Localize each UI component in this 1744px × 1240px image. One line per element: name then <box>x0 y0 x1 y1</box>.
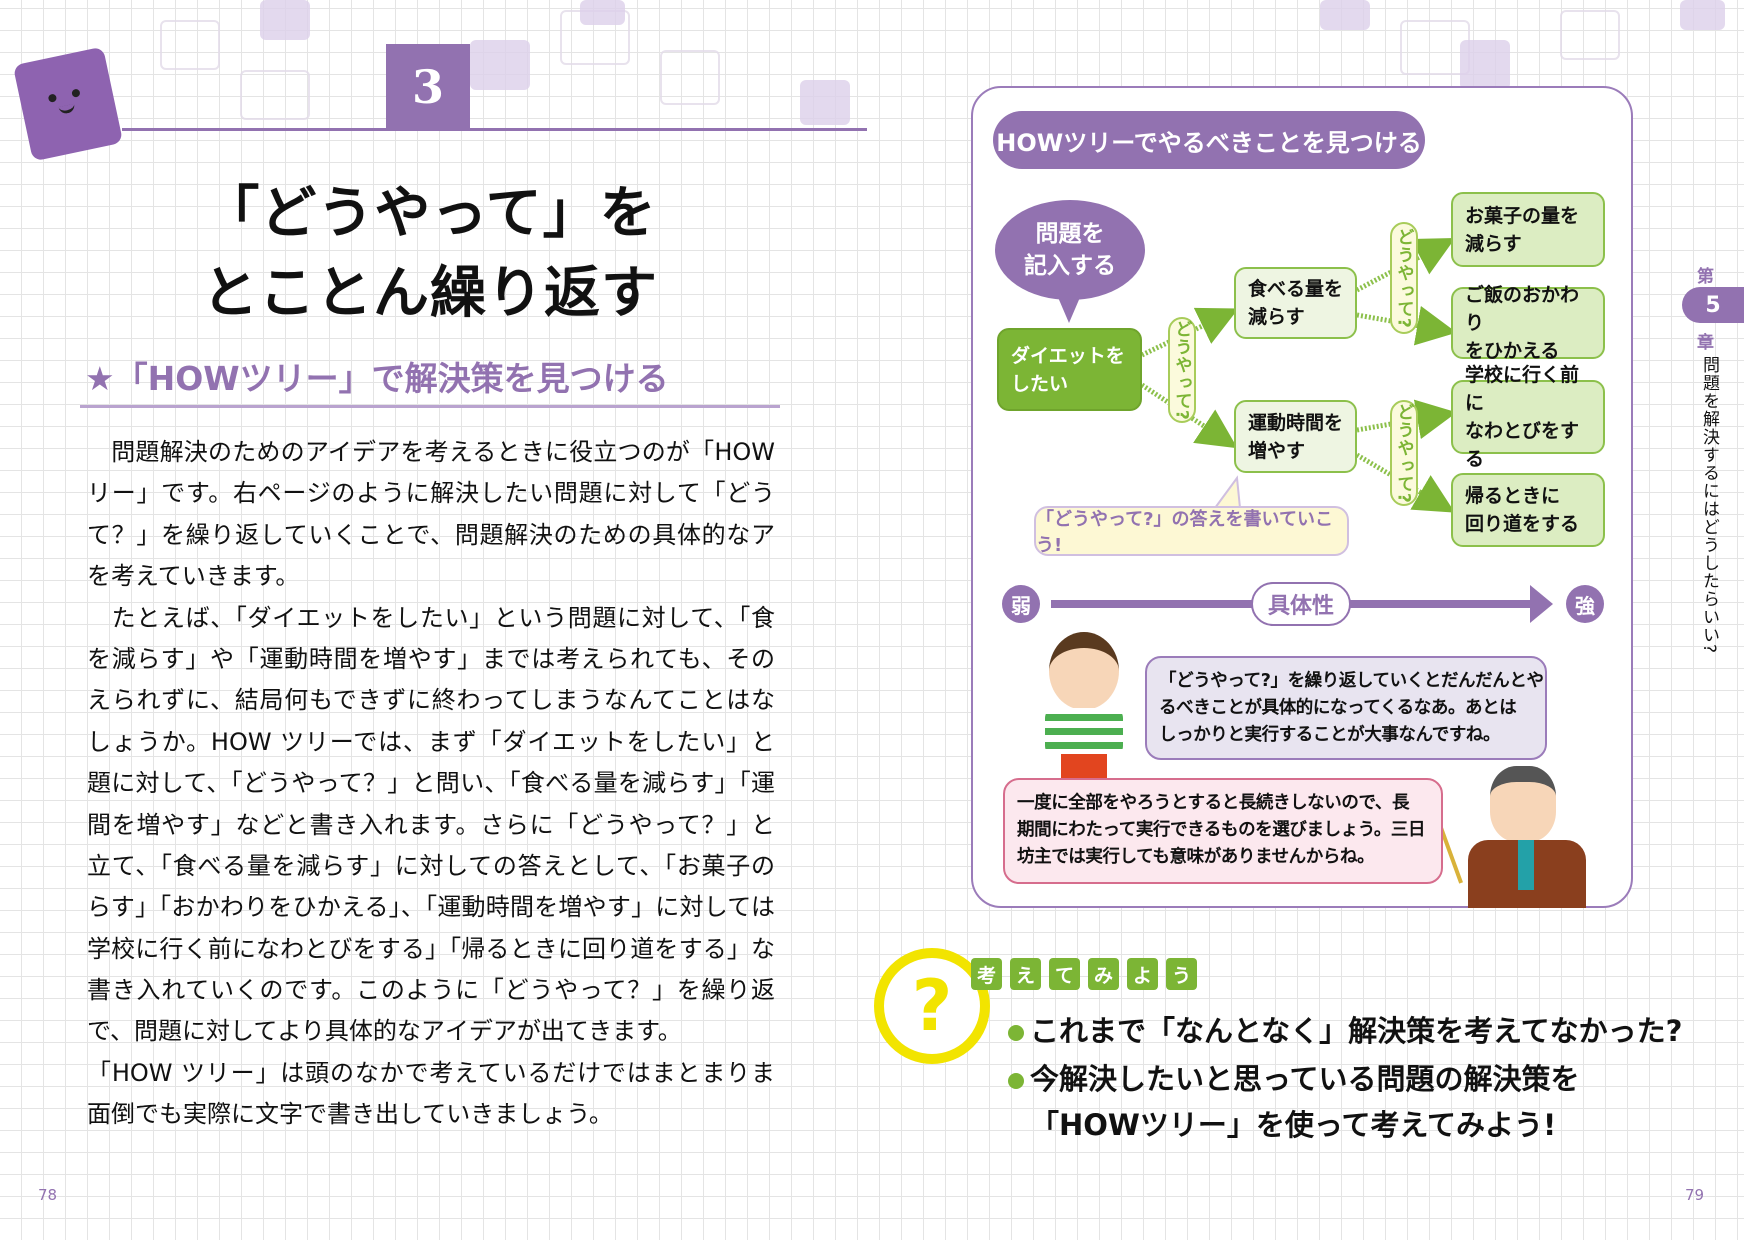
body-line: で、問題に対してより具体的なアイデアが出てきます。 <box>87 1017 682 1046</box>
teacher-speech-bubble: 一度に全部をやろうとすると長続きしないので、長 期間にわたって実行できるものを選… <box>1003 778 1443 884</box>
body-line: 問題解決のためのアイデアを考えるときに役立つのが「HOW ツ <box>111 438 775 466</box>
speech-line: るべきことが具体的になってくるなあ。あとは <box>1159 698 1517 718</box>
body-line: 題に対して、「どうやって？」と問い、「食べる量を減らす」「運動時 <box>87 769 775 798</box>
hint-note: 「どうやって?」の答えを書いていこう! <box>1034 506 1349 556</box>
body-text: 問題解決のためのアイデアを考えるときに役立つのが「HOW ツ リー」です。右ペー… <box>87 432 775 1136</box>
arrow-head <box>1530 585 1553 623</box>
problem-bubble-line: 問題を <box>1035 221 1105 247</box>
chapter-prefix: 第 <box>1697 267 1714 287</box>
subheading-underline <box>80 405 780 408</box>
bullet-icon <box>1008 1073 1024 1089</box>
tree-node-level2: 帰るときに 回り道をする <box>1451 473 1605 547</box>
chapter-tab[interactable]: 5 <box>1682 287 1744 323</box>
tree-node-level2: 学校に行く前に なわとびをする <box>1451 364 1605 470</box>
tree-node-level2: お菓子の量を 減らす <box>1451 192 1605 267</box>
think-tile: 考 <box>971 958 1002 990</box>
question-item: これまで「なんとなく」解決策を考えてなかった? <box>1008 1008 1683 1050</box>
body-line: リー」です。右ページのように解決したい問題に対して「どうやっ <box>87 479 775 508</box>
speech-line: 期間にわたって実行できるものを選びましょう。三日 <box>1017 820 1426 840</box>
body-line: しょうか。HOW ツリーでは、まず「ダイエットをしたい」という問 <box>87 727 775 756</box>
scale-label: 具体性 <box>1251 582 1351 626</box>
root-line: ダイエットを <box>1011 344 1125 367</box>
body-line: を減らす」や「運動時間を増やす」までは考えられても、その先を考 <box>87 644 775 673</box>
tree-node-level1: 運動時間を 増やす <box>1234 400 1357 473</box>
node-line: 増やす <box>1248 439 1306 462</box>
node-line: 減らす <box>1465 232 1522 255</box>
question-item: 今解決したいと思っている問題の解決策を <box>1008 1056 1580 1098</box>
body-line: らす」「おかわりをひかえる」、「運動時間を増やす」に対しては「朝、 <box>87 893 775 922</box>
panel-title: HOWツリーでやるべきことを見つける <box>993 111 1425 169</box>
tree-node-level1: 食べる量を 減らす <box>1234 267 1357 339</box>
how-label: どうやって? <box>1390 400 1418 506</box>
body-line: を考えていきます。 <box>87 562 300 591</box>
body-line: 学校に行く前になわとびをする」「帰るときに回り道をする」などと <box>87 934 775 963</box>
subheading: ★「HOWツリー」で解決策を見つける <box>85 359 669 398</box>
page-title-line2: とことん繰り返す <box>202 261 658 326</box>
body-line: たとえば、「ダイエットをしたい」という問題に対して、「食べる量 <box>111 603 775 632</box>
bullet-icon <box>1008 1025 1024 1041</box>
tree-node-level2: ご飯のおかわり をひかえる <box>1451 284 1605 362</box>
scale-strong: 強 <box>1566 585 1604 623</box>
node-line: 減らす <box>1248 306 1305 328</box>
problem-bubble: 問題を 記入する <box>995 200 1145 323</box>
think-tile: え <box>1010 958 1041 990</box>
body-line: 面倒でも実際に文字で書き出していきましょう。 <box>87 1100 613 1129</box>
node-line: なわとびをする <box>1465 420 1580 470</box>
tree-root: ダイエットを したい <box>997 328 1142 411</box>
node-line: 帰るときに <box>1465 485 1561 507</box>
question-mark-icon: ? <box>874 948 990 1064</box>
think-tile: て <box>1049 958 1080 990</box>
body-line: て？」を繰り返していくことで、問題解決のための具体的なアイデア <box>87 520 775 549</box>
node-line: 回り道をする <box>1465 513 1580 535</box>
chapter-suffix: 章 <box>1697 333 1714 353</box>
node-line: 食べる量を <box>1248 278 1344 300</box>
scale-weak: 弱 <box>1002 585 1040 623</box>
think-tile: よ <box>1127 958 1158 990</box>
problem-bubble-line: 記入する <box>1024 253 1116 279</box>
root-line: したい <box>1011 372 1069 395</box>
how-label: どうやって? <box>1390 222 1418 334</box>
note-pointer <box>1213 475 1242 509</box>
section-number: 3 <box>386 44 470 129</box>
speech-line: 「どうやって?」を繰り返していくとだんだんとや <box>1159 671 1544 691</box>
body-line: 「HOW ツリー」は頭のなかで考えているだけではまとまりません。 <box>87 1058 775 1087</box>
node-line: ご飯のおかわり <box>1465 284 1580 334</box>
node-line: をひかえる <box>1465 340 1560 362</box>
think-tile: み <box>1088 958 1119 990</box>
node-line: 学校に行く前に <box>1465 364 1580 414</box>
header-divider <box>122 128 867 131</box>
question-text: 今解決したいと思っている問題の解決策を <box>1030 1062 1580 1096</box>
think-tile: う <box>1166 958 1197 990</box>
body-line: 書き入れていくのです。このように「どうやって？」を繰り返すこと <box>87 976 775 1005</box>
page-number-left: 78 <box>38 1186 58 1204</box>
boy-illustration-icon <box>1035 632 1145 778</box>
node-line: 運動時間を <box>1248 411 1344 434</box>
teacher-illustration-icon <box>1425 766 1600 908</box>
speech-line: 一度に全部をやろうとすると長続きしないので、長 <box>1017 793 1410 813</box>
body-line: えられずに、結局何もできずに終わってしまうなんてことはないで <box>87 686 775 715</box>
how-label: どうやって? <box>1168 317 1196 423</box>
chapter-title: 問題を解決するにはどうしたらいい? <box>1699 356 1719 655</box>
body-line: 間を増やす」などと書き入れます。さらに「どうやって？」と問いを <box>87 810 775 839</box>
question-text: これまで「なんとなく」解決策を考えてなかった? <box>1030 1014 1683 1048</box>
connector <box>1140 307 1239 358</box>
speech-line: しっかりと実行することが大事なんですね。 <box>1159 725 1501 745</box>
page-title-line1: 「どうやって」を <box>203 181 657 246</box>
speech-line: 坊主では実行しても意味がありませんからね。 <box>1017 847 1375 867</box>
node-line: お菓子の量を <box>1465 204 1580 227</box>
boy-speech-bubble: 「どうやって?」を繰り返していくとだんだんとや るべきことが具体的になってくるな… <box>1145 656 1547 760</box>
question-item-continued: 「HOWツリー」を使って考えてみよう! <box>1030 1108 1557 1142</box>
page-number-right: 79 <box>1685 1186 1705 1204</box>
